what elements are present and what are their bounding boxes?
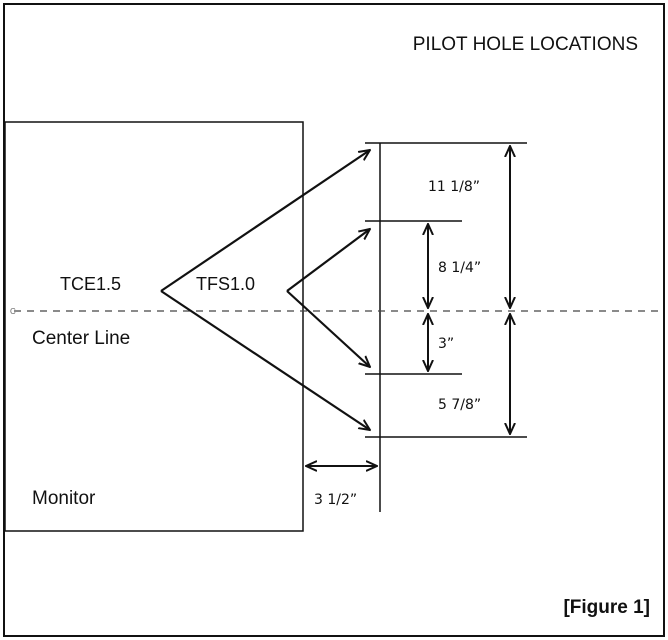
dim-label-offset: 3 1/2” <box>314 492 357 508</box>
tce-label: TCE1.5 <box>60 274 121 294</box>
tfs-label: TFS1.0 <box>196 274 255 294</box>
center-line-mark: C <box>10 307 16 316</box>
tce-lower-arrow <box>160 290 370 430</box>
tce-upper-arrow <box>160 150 370 292</box>
dim-label-lower-inner: 3” <box>438 336 454 352</box>
outer-frame <box>3 3 665 637</box>
monitor-outline <box>4 121 304 532</box>
figure-label: [Figure 1] <box>563 597 650 618</box>
dim-label-upper-inner: 8 1/4” <box>438 260 481 276</box>
dim-label-lower-outer: 5 7/8” <box>438 397 481 413</box>
dim-label-upper-outer: 11 1/8” <box>428 179 480 195</box>
diagram-title: PILOT HOLE LOCATIONS <box>413 34 638 55</box>
tfs-upper-arrow <box>286 229 370 292</box>
monitor-label: Monitor <box>32 488 96 509</box>
center-line-label: Center Line <box>32 328 130 349</box>
tfs-lower-arrow <box>286 290 370 367</box>
